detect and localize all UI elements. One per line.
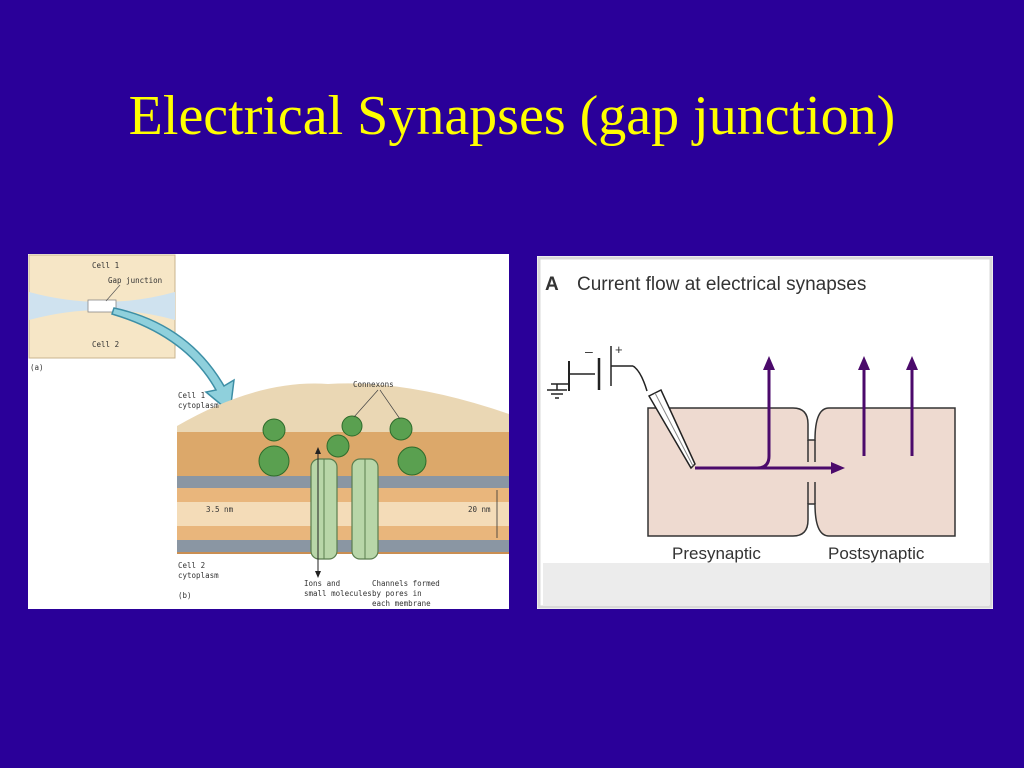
channels-label-3: each membrane (372, 599, 431, 608)
ions-label-2: small molecules (304, 589, 372, 598)
channels-label-2: by pores in (372, 589, 422, 598)
postsynaptic-label: Postsynaptic (828, 544, 925, 563)
connexon-particles (258, 415, 427, 477)
gap-20nm-label: 20 nm (468, 505, 491, 514)
inset-cells-diagram: Cell 1 Gap junction Cell 2 (a) (28, 254, 176, 372)
inset-cell1-label: Cell 1 (92, 261, 119, 270)
panel-letter: A (545, 274, 559, 295)
connexons-label: Connexons (353, 380, 394, 389)
recording-electrode (647, 388, 696, 470)
current-flow-arrows (695, 356, 918, 474)
inset-gap-junction-label: Gap junction (108, 276, 162, 285)
ions-label: Ions and (304, 579, 340, 588)
panel-b-label: (b) (178, 591, 192, 600)
cell1-cytoplasm-label-2: cytoplasm (178, 401, 219, 410)
cell2-cytoplasm-label-2: cytoplasm (178, 571, 219, 580)
gap-junction-figure: Cell 1 Gap junction Cell 2 (a) Co (28, 254, 509, 609)
gap-3-5nm-label: 3.5 nm (206, 505, 234, 514)
current-flow-figure: A Current flow at electrical synapses – … (537, 256, 993, 609)
presynaptic-label: Presynaptic (672, 544, 761, 563)
battery-plus: + (615, 342, 623, 357)
cells-diagram (647, 407, 956, 537)
battery-minus: – (585, 343, 593, 359)
figure-heading: Current flow at electrical synapses (577, 274, 866, 295)
gap-junction-channels (310, 447, 379, 578)
membrane-block (177, 383, 509, 554)
cell2-cytoplasm-label: Cell 2 (178, 561, 205, 570)
zoom-arrow (111, 307, 235, 414)
inset-cell2-label: Cell 2 (92, 340, 119, 349)
battery-symbol: – + (551, 342, 648, 392)
inset-panel-label: (a) (30, 363, 44, 372)
slide-title: Electrical Synapses (gap junction) (128, 85, 896, 147)
ground-symbol (547, 384, 567, 399)
cell1-cytoplasm-label: Cell 1 (178, 391, 205, 400)
channels-label: Channels formed (372, 579, 440, 588)
